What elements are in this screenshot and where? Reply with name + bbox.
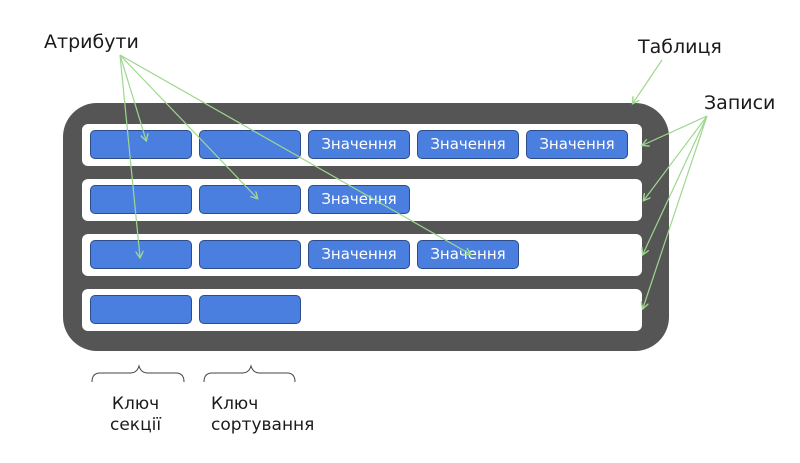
partition-key-label-line2: секції bbox=[110, 415, 162, 435]
record-arrow bbox=[643, 115, 708, 145]
sort-key-label-line2: сортування bbox=[211, 415, 315, 435]
partition-key-label: Ключ секції bbox=[110, 394, 161, 436]
partition-key-brace bbox=[91, 364, 185, 383]
attribute-arrow bbox=[119, 54, 146, 140]
table-label: Таблиця bbox=[638, 36, 722, 58]
table-arrow bbox=[633, 59, 663, 103]
value-cell: Значення bbox=[308, 185, 410, 214]
attribute-arrow bbox=[119, 54, 470, 254]
value-cell: Значення bbox=[308, 130, 410, 159]
record-arrow bbox=[643, 115, 708, 308]
attribute-arrow bbox=[119, 54, 257, 198]
attributes-label: Атрибути bbox=[44, 31, 139, 53]
sort-key-label: Ключ сортування bbox=[211, 394, 314, 436]
value-cell: Значення bbox=[417, 130, 519, 159]
partition-key-cell bbox=[90, 185, 192, 214]
partition-key-cell bbox=[90, 240, 192, 269]
value-cell: Значення bbox=[526, 130, 628, 159]
attribute-arrow bbox=[119, 54, 140, 257]
sort-key-label-line1: Ключ bbox=[211, 394, 259, 414]
sort-key-cell bbox=[199, 295, 301, 324]
record-arrow bbox=[644, 115, 708, 200]
value-cell: Значення bbox=[308, 240, 410, 269]
partition-key-cell bbox=[90, 295, 192, 324]
record-arrow bbox=[643, 115, 708, 254]
sort-key-cell bbox=[199, 130, 301, 159]
sort-key-cell bbox=[199, 240, 301, 269]
sort-key-brace bbox=[203, 364, 296, 383]
partition-key-label-line1: Ключ bbox=[111, 394, 160, 414]
records-label: Записи bbox=[704, 92, 776, 114]
